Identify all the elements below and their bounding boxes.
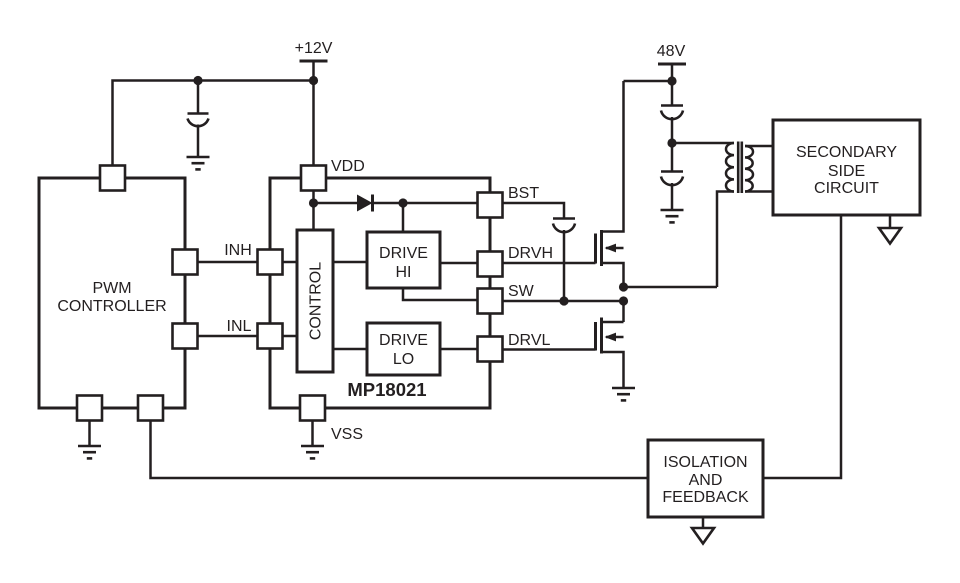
- junction-dot: [559, 296, 569, 306]
- capacitor-bootstrap: [551, 217, 577, 234]
- wire-drivehi-return-sw: [401, 288, 478, 302]
- net-label-inh: INH: [224, 242, 252, 259]
- mosfet-high-side: [594, 230, 624, 266]
- rail-label-48v: 48V: [657, 43, 686, 60]
- pwm-gnd-pin: [75, 394, 104, 422]
- junction-dot: [193, 75, 203, 86]
- isolation-feedback-box: [646, 438, 765, 519]
- pwm-controller-label-line2: CONTROLLER: [57, 298, 166, 315]
- wire-xfmr-primary-return: [715, 190, 734, 287]
- junction-dot: [308, 75, 319, 86]
- ic-drvh-pin: [476, 250, 504, 278]
- isolation-feedback-label-line1: ISOLATION: [663, 454, 747, 471]
- drive-lo-label-line2: LO: [393, 351, 414, 368]
- drive-hi-label-line2: HI: [396, 264, 412, 281]
- mosfet-body-arrow: [604, 243, 616, 253]
- junction-dot: [618, 296, 629, 306]
- wire-ls-source-gnd: [601, 350, 625, 387]
- pin-squares: [75, 164, 504, 422]
- labels: +12V 48V VDD VSS INH INL BST DRVH SW DRV…: [57, 40, 897, 506]
- isolation-feedback-label-line3: FEEDBACK: [662, 489, 749, 506]
- pwm-controller-label-line1: PWM: [92, 280, 131, 297]
- wire-feedback-right: [763, 215, 843, 480]
- ic-vdd-pin: [299, 164, 328, 192]
- secondary-side-label-line3: CIRCUIT: [814, 180, 879, 197]
- earth-ground-cap12v: [186, 155, 210, 171]
- pin-label-vss: VSS: [331, 426, 363, 443]
- capacitor-48v-upper: [659, 104, 685, 121]
- earth-ground-pwm: [78, 444, 101, 460]
- ground-symbols: [78, 155, 904, 546]
- pwm-inh-pin: [171, 248, 199, 276]
- ic-vss-pin: [298, 394, 327, 422]
- transformer: [724, 141, 755, 193]
- chassis-ground-secondary: [876, 226, 904, 246]
- pin-label-sw: SW: [508, 283, 535, 300]
- wire-12v-to-pwm: [111, 79, 314, 166]
- earth-ground-vss: [301, 444, 324, 460]
- cap-curved-plate: [551, 223, 577, 234]
- pin-label-drvh: DRVH: [508, 245, 553, 262]
- earth-ground-lowfet: [612, 386, 635, 402]
- wire-bst: [502, 201, 566, 218]
- drive-lo-label-line1: DRIVE: [379, 332, 428, 349]
- junction-dot: [667, 138, 677, 148]
- ic-sw-pin: [476, 287, 504, 315]
- transformer-secondary-winding: [744, 144, 755, 193]
- junction-dot: [667, 76, 677, 86]
- wire-feedback-left: [149, 420, 648, 480]
- wire-hs-drain: [601, 81, 625, 233]
- mosfet-body-arrow: [604, 332, 616, 342]
- transformer-primary-winding: [724, 141, 735, 193]
- bootstrap-diode: [357, 194, 374, 212]
- pwm-supply-pin: [98, 164, 127, 192]
- chassis-ground-isolation: [689, 526, 717, 546]
- pin-label-drvl: DRVL: [508, 332, 550, 349]
- junction-dot: [398, 198, 408, 208]
- junction-dot: [618, 282, 629, 292]
- wires: [88, 59, 892, 528]
- drive-hi-box: [365, 230, 442, 290]
- control-block-label: CONTROL: [308, 262, 325, 340]
- pin-label-bst: BST: [508, 185, 539, 202]
- pwm-inl-pin: [171, 322, 199, 350]
- ic-inh-pin: [256, 248, 284, 276]
- pin-label-vdd: VDD: [331, 158, 365, 175]
- cap-curved-plate: [659, 176, 685, 187]
- secondary-side-label-line2: SIDE: [828, 163, 865, 180]
- control-block-box: [295, 228, 335, 374]
- drive-hi-label-line1: DRIVE: [379, 245, 428, 262]
- ic-drvl-pin: [476, 335, 504, 363]
- pwm-feedback-pin: [136, 394, 165, 422]
- drive-lo-box: [365, 321, 442, 377]
- isolation-feedback-label-line2: AND: [689, 472, 723, 489]
- net-label-inl: INL: [227, 318, 252, 335]
- secondary-side-circuit-box: [771, 118, 922, 217]
- rail-label-12v: +12V: [295, 40, 333, 57]
- mosfet-low-side: [594, 317, 624, 354]
- capacitor-12v-decoupling: [186, 112, 210, 128]
- wire-hs-source: [601, 261, 625, 287]
- diode-triangle: [357, 194, 373, 212]
- blocks: [37, 118, 922, 519]
- ic-bst-pin: [476, 191, 504, 219]
- cap-curved-plate: [659, 110, 685, 121]
- capacitor-48v-lower: [659, 170, 685, 187]
- ic-inl-pin: [256, 322, 284, 350]
- pwm-controller-box: [37, 176, 187, 410]
- ic-part-number: MP18021: [347, 379, 426, 400]
- cap-curved-plate: [186, 117, 210, 128]
- junction-dots: [193, 75, 677, 306]
- secondary-side-label-line1: SECONDARY: [796, 144, 897, 161]
- earth-ground-48v-divider: [660, 208, 684, 224]
- junction-dot: [308, 198, 319, 208]
